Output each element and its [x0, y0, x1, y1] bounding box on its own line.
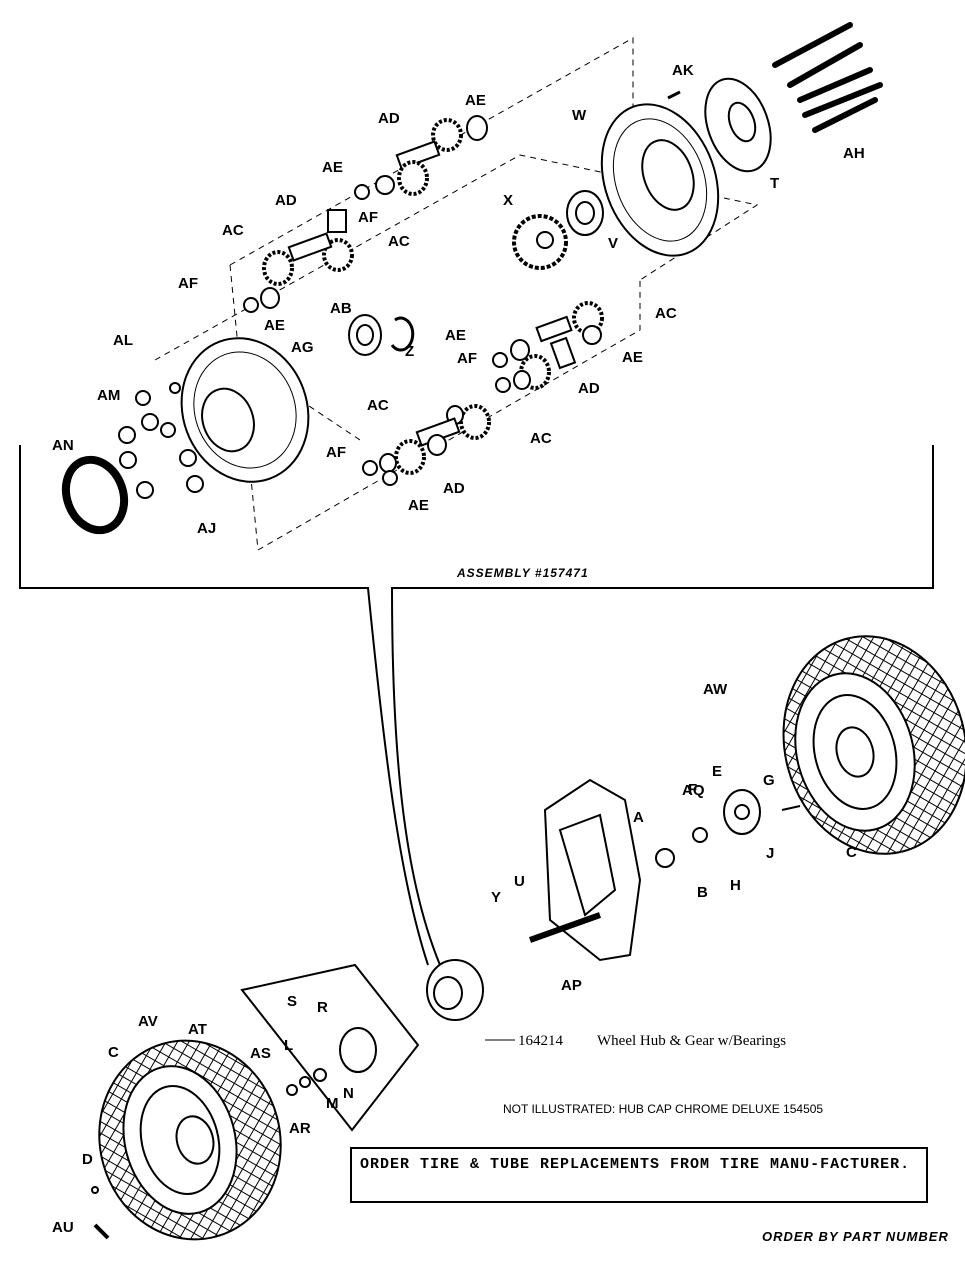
label-n: N: [343, 1085, 354, 1102]
label-w: W: [572, 107, 587, 124]
assembly-caption: ASSEMBLY #157471: [456, 566, 589, 580]
hub-e: [655, 789, 801, 868]
label-d: D: [82, 1151, 93, 1168]
label-aq: AQ: [682, 782, 705, 799]
label-ac-2: AC: [388, 233, 410, 250]
label-r: R: [317, 999, 328, 1016]
ring-ab: [348, 314, 382, 356]
label-af-3: AF: [457, 350, 477, 367]
flange-t: [704, 77, 772, 173]
label-f: F: [688, 781, 697, 798]
label-ah: AH: [843, 145, 865, 162]
label-ad-2: AD: [275, 192, 297, 209]
label-b: B: [697, 884, 708, 901]
label-x: X: [503, 192, 513, 209]
gear-x: [512, 214, 568, 270]
hub-part-description: Wheel Hub & Gear w/Bearings: [597, 1033, 786, 1049]
label-ar: AR: [289, 1120, 311, 1137]
label-ac-1: AC: [222, 222, 244, 239]
label-af-4: AF: [326, 444, 346, 461]
label-c-2: C: [108, 1044, 119, 1061]
label-am: AM: [97, 387, 120, 404]
valve-d: [91, 1186, 110, 1240]
label-as: AS: [250, 1045, 271, 1062]
label-ak: AK: [672, 62, 694, 79]
label-aw: AW: [703, 681, 728, 698]
label-ae-3: AE: [264, 317, 285, 334]
order-by-part-number: ORDER BY PART NUMBER: [762, 1229, 949, 1244]
label-v: V: [608, 235, 618, 252]
bolt-ak: [667, 90, 681, 100]
label-c-1: C: [846, 844, 857, 861]
label-ac-4: AC: [367, 397, 389, 414]
tire-at: [98, 1039, 282, 1241]
label-a: A: [633, 809, 644, 826]
assembly-bracket: [19, 445, 934, 966]
label-at: AT: [188, 1021, 207, 1038]
upper-planet-gears: [243, 115, 488, 313]
label-s: S: [287, 993, 297, 1010]
label-t: T: [770, 175, 779, 192]
hub-part-number: 164214: [518, 1033, 564, 1049]
housing-ag: [180, 337, 310, 483]
wheel-hub-164214: [426, 959, 515, 1041]
hub-inset-box: [240, 963, 420, 1132]
label-ae-2: AE: [322, 159, 343, 176]
label-e: E: [712, 763, 722, 780]
label-y: Y: [491, 889, 501, 906]
label-j: J: [766, 845, 774, 862]
lower-planet-gears: [362, 301, 604, 486]
label-g: G: [763, 772, 775, 789]
label-af-2: AF: [178, 275, 198, 292]
seal-an: [61, 455, 129, 535]
label-aj: AJ: [197, 520, 216, 537]
label-ac-3: AC: [655, 305, 677, 322]
tire-notice-box: ORDER TIRE & TUBE REPLACEMENTS FROM TIRE…: [350, 1147, 928, 1203]
label-h: H: [730, 877, 741, 894]
label-ad-1: AD: [378, 110, 400, 127]
not-illustrated-note: NOT ILLUSTRATED: HUB CAP CHROME DELUXE 1…: [503, 1102, 823, 1116]
bolts-ah: [772, 22, 883, 133]
label-ag: AG: [291, 339, 314, 356]
gearbox-ap: [528, 778, 642, 962]
label-ac-5: AC: [530, 430, 552, 447]
snap-ring-z: [390, 316, 415, 352]
tire-aw: [782, 635, 965, 855]
label-al: AL: [113, 332, 133, 349]
label-ap: AP: [561, 977, 582, 994]
label-m: M: [326, 1095, 339, 1112]
label-af-1: AF: [358, 209, 378, 226]
label-ae-6: AE: [408, 497, 429, 514]
label-ae-1: AE: [465, 92, 486, 109]
label-ae-5: AE: [622, 349, 643, 366]
label-l: L: [284, 1037, 293, 1054]
label-au: AU: [52, 1219, 74, 1236]
label-z: Z: [405, 343, 414, 360]
label-an: AN: [52, 437, 74, 454]
seal-v: [566, 190, 604, 236]
label-ad-4: AD: [443, 480, 465, 497]
plate-w: [600, 103, 720, 257]
tire-notice-text: ORDER TIRE & TUBE REPLACEMENTS FROM TIRE…: [360, 1156, 911, 1173]
label-av: AV: [138, 1013, 158, 1030]
label-ad-3: AD: [578, 380, 600, 397]
nuts-aj: [118, 382, 204, 499]
label-ae-4: AE: [445, 327, 466, 344]
part-labels: AK AE AD W AE AH T AD X AF AC AC V AF AB…: [52, 62, 865, 1236]
label-u: U: [514, 873, 525, 890]
label-ab: AB: [330, 300, 352, 317]
